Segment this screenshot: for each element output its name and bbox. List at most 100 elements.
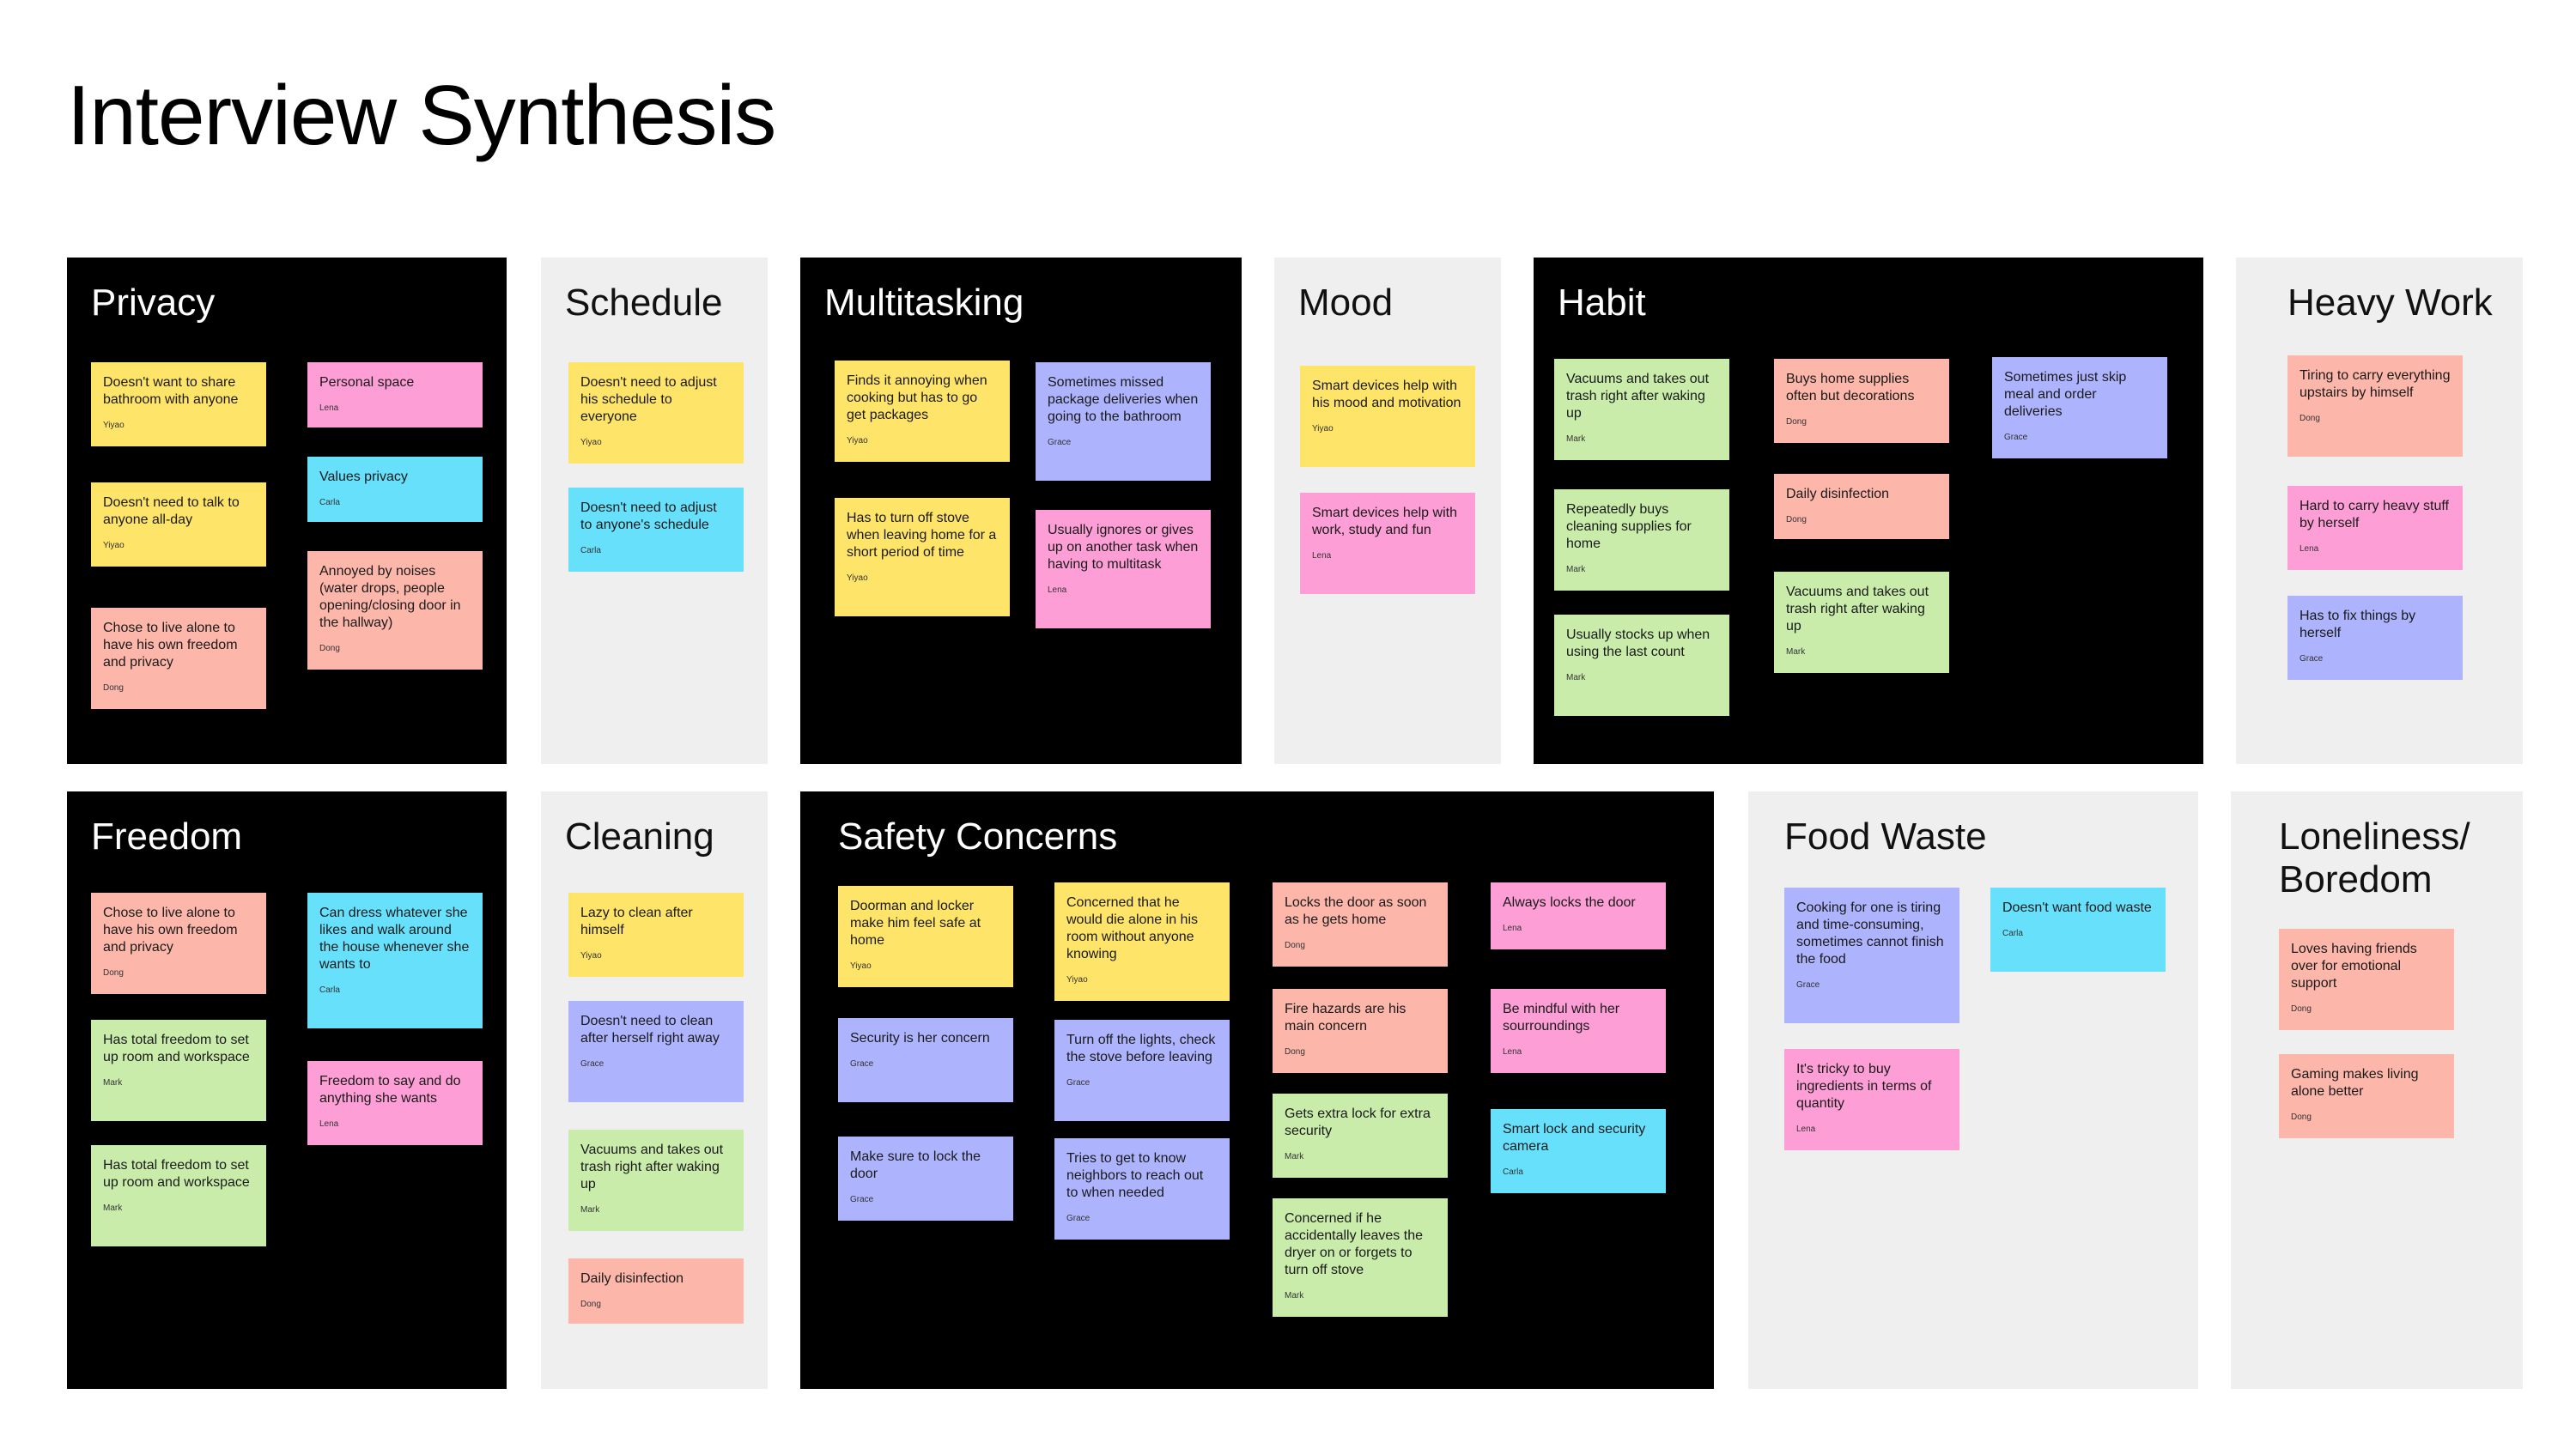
note-author: Lena: [319, 1119, 339, 1129]
note-text: Tries to get to know neighbors to reach …: [1066, 1151, 1204, 1200]
sticky-note[interactable]: Usually ignores or gives up on another t…: [1036, 510, 1211, 628]
sticky-note[interactable]: Vacuums and takes out trash right after …: [1554, 359, 1729, 460]
note-text: Doesn't need to adjust to anyone's sched…: [580, 500, 717, 532]
sticky-note[interactable]: Can dress whatever she likes and walk ar…: [307, 893, 483, 1028]
cluster-title: Multitasking: [824, 282, 1024, 324]
cluster-title: Cleaning: [565, 815, 714, 858]
sticky-note[interactable]: Smart devices help with his mood and mot…: [1300, 366, 1475, 467]
sticky-note[interactable]: Cooking for one is tiring and time-consu…: [1784, 888, 1959, 1023]
note-text: Repeatedly buys cleaning supplies for ho…: [1566, 502, 1692, 551]
note-author: Yiyao: [1312, 424, 1334, 433]
sticky-note[interactable]: Daily disinfection Dong: [568, 1258, 744, 1324]
note-author: Grace: [580, 1059, 605, 1069]
note-author: Carla: [580, 546, 601, 555]
note-text: Sometimes missed package deliveries when…: [1048, 375, 1199, 424]
sticky-note[interactable]: Security is her concern Grace: [838, 1018, 1013, 1102]
sticky-note[interactable]: Fire hazards are his main concern Dong: [1273, 989, 1448, 1073]
note-text: Doesn't want to share bathroom with anyo…: [103, 375, 239, 407]
sticky-note[interactable]: Sometimes missed package deliveries when…: [1036, 362, 1211, 481]
cluster-loneliness-boredom[interactable]: Loneliness/ Boredom Loves having friends…: [2231, 791, 2523, 1389]
note-author: Carla: [319, 985, 340, 995]
note-author: Mark: [1285, 1152, 1304, 1161]
note-text: Tiring to carry everything upstairs by h…: [2300, 368, 2451, 400]
sticky-note[interactable]: Gets extra lock for extra security Mark: [1273, 1094, 1448, 1178]
sticky-note[interactable]: Hard to carry heavy stuff by herself Len…: [2287, 486, 2463, 570]
sticky-note[interactable]: Doesn't want to share bathroom with anyo…: [91, 362, 266, 446]
note-text: Annoyed by noises (water drops, people o…: [319, 564, 461, 630]
sticky-note[interactable]: Locks the door as soon as he gets home D…: [1273, 882, 1448, 967]
sticky-note[interactable]: Tiring to carry everything upstairs by h…: [2287, 355, 2463, 457]
sticky-note[interactable]: Doesn't need to talk to anyone all-day Y…: [91, 482, 266, 567]
sticky-note[interactable]: Smart lock and security camera Carla: [1491, 1109, 1666, 1193]
note-author: Yiyao: [580, 438, 602, 447]
sticky-note[interactable]: Sometimes just skip meal and order deliv…: [1992, 357, 2167, 458]
sticky-note[interactable]: Concerned if he accidentally leaves the …: [1273, 1198, 1448, 1317]
sticky-note[interactable]: Has to fix things by herself Grace: [2287, 596, 2463, 680]
sticky-note[interactable]: Chose to live alone to have his own free…: [91, 893, 266, 994]
note-text: Sometimes just skip meal and order deliv…: [2004, 370, 2127, 419]
note-text: Doesn't need to talk to anyone all-day: [103, 495, 240, 527]
sticky-note[interactable]: Buys home supplies often but decorations…: [1774, 359, 1949, 443]
sticky-note[interactable]: It's tricky to buy ingredients in terms …: [1784, 1049, 1959, 1150]
sticky-note[interactable]: Doesn't need to adjust his schedule to e…: [568, 362, 744, 464]
cluster-cleaning[interactable]: Cleaning Lazy to clean after himself Yiy…: [541, 791, 768, 1389]
cluster-title: Mood: [1298, 282, 1394, 324]
note-text: Smart lock and security camera: [1503, 1122, 1646, 1154]
note-author: Yiyao: [1066, 975, 1088, 985]
sticky-note[interactable]: Has total freedom to set up room and wor…: [91, 1020, 266, 1121]
sticky-note[interactable]: Has to turn off stove when leaving home …: [835, 498, 1010, 616]
sticky-note[interactable]: Annoyed by noises (water drops, people o…: [307, 551, 483, 670]
sticky-note[interactable]: Vacuums and takes out trash right after …: [1774, 572, 1949, 673]
note-author: Dong: [1786, 515, 1807, 524]
sticky-note[interactable]: Chose to live alone to have his own free…: [91, 608, 266, 709]
sticky-note[interactable]: Doesn't need to clean after herself righ…: [568, 1001, 744, 1102]
cluster-mood[interactable]: Mood Smart devices help with his mood an…: [1274, 258, 1501, 764]
sticky-note[interactable]: Concerned that he would die alone in his…: [1054, 882, 1230, 1001]
note-author: Dong: [1285, 1047, 1305, 1057]
sticky-note[interactable]: Doesn't want food waste Carla: [1990, 888, 2166, 972]
sticky-note[interactable]: Smart devices help with work, study and …: [1300, 493, 1475, 594]
note-author: Dong: [2291, 1113, 2312, 1122]
sticky-note[interactable]: Usually stocks up when using the last co…: [1554, 615, 1729, 716]
sticky-note[interactable]: Lazy to clean after himself Yiyao: [568, 893, 744, 977]
sticky-note[interactable]: Repeatedly buys cleaning supplies for ho…: [1554, 489, 1729, 591]
note-author: Lena: [2300, 544, 2319, 554]
sticky-note[interactable]: Daily disinfection Dong: [1774, 474, 1949, 539]
note-author: Mark: [1786, 647, 1806, 657]
sticky-note[interactable]: Freedom to say and do anything she wants…: [307, 1061, 483, 1145]
note-text: Loves having friends over for emotional …: [2291, 942, 2417, 991]
note-author: Dong: [2291, 1004, 2312, 1014]
sticky-note[interactable]: Be mindful with her sourroundings Lena: [1491, 989, 1666, 1073]
note-author: Grace: [1048, 438, 1072, 447]
note-author: Mark: [103, 1078, 123, 1088]
sticky-note[interactable]: Values privacy Carla: [307, 457, 483, 522]
sticky-note[interactable]: Make sure to lock the door Grace: [838, 1137, 1013, 1221]
sticky-note[interactable]: Loves having friends over for emotional …: [2279, 929, 2454, 1030]
cluster-freedom[interactable]: Freedom Chose to live alone to have his …: [67, 791, 507, 1389]
sticky-note[interactable]: Doorman and locker make him feel safe at…: [838, 886, 1013, 987]
cluster-schedule[interactable]: Schedule Doesn't need to adjust his sche…: [541, 258, 768, 764]
cluster-heavy-work[interactable]: Heavy Work Tiring to carry everything up…: [2236, 258, 2523, 764]
note-text: Doesn't need to clean after herself righ…: [580, 1014, 720, 1046]
note-text: Concerned that he would die alone in his…: [1066, 895, 1198, 961]
sticky-note[interactable]: Always locks the door Lena: [1491, 882, 1666, 949]
note-text: Chose to live alone to have his own free…: [103, 906, 238, 955]
cluster-habit[interactable]: Habit Vacuums and takes out trash right …: [1534, 258, 2203, 764]
sticky-note[interactable]: Tries to get to know neighbors to reach …: [1054, 1138, 1230, 1240]
note-text: Locks the door as soon as he gets home: [1285, 895, 1427, 927]
sticky-note[interactable]: Finds it annoying when cooking but has t…: [835, 361, 1010, 462]
note-text: Has to fix things by herself: [2300, 609, 2416, 640]
cluster-multitasking[interactable]: Multitasking Finds it annoying when cook…: [800, 258, 1242, 764]
cluster-food-waste[interactable]: Food Waste Cooking for one is tiring and…: [1748, 791, 2198, 1389]
cluster-privacy[interactable]: Privacy Doesn't want to share bathroom w…: [67, 258, 507, 764]
sticky-note[interactable]: Has total freedom to set up room and wor…: [91, 1145, 266, 1246]
note-author: Dong: [1786, 417, 1807, 427]
sticky-note[interactable]: Gaming makes living alone better Dong: [2279, 1054, 2454, 1138]
note-author: Lena: [1312, 551, 1332, 561]
cluster-safety-concerns[interactable]: Safety Concerns Doorman and locker make …: [800, 791, 1714, 1389]
note-text: Concerned if he accidentally leaves the …: [1285, 1211, 1423, 1277]
sticky-note[interactable]: Vacuums and takes out trash right after …: [568, 1130, 744, 1231]
sticky-note[interactable]: Turn off the lights, check the stove bef…: [1054, 1020, 1230, 1121]
sticky-note[interactable]: Personal space Lena: [307, 362, 483, 427]
sticky-note[interactable]: Doesn't need to adjust to anyone's sched…: [568, 488, 744, 572]
